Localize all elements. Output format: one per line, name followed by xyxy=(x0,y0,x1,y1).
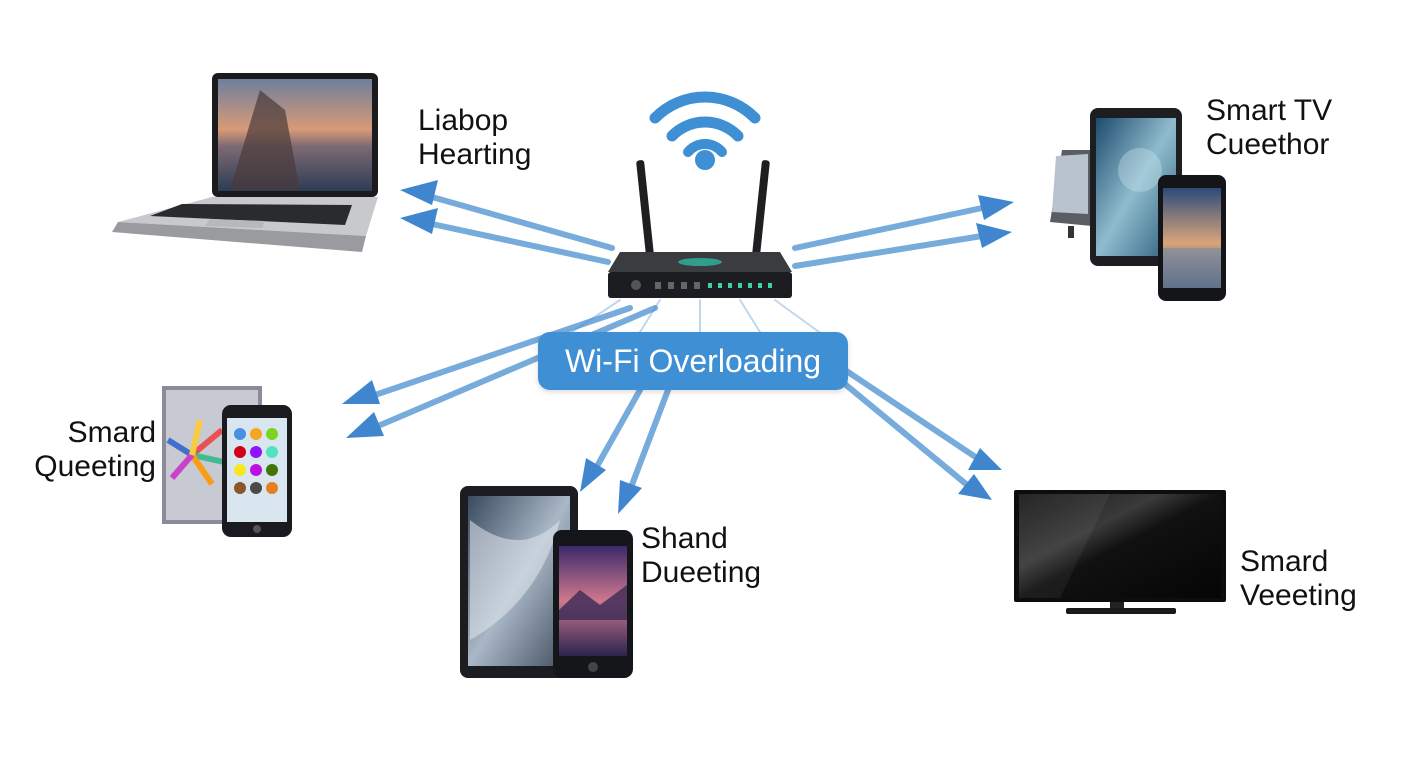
tv-icon xyxy=(1014,490,1226,614)
label-line: Smard xyxy=(1240,545,1329,578)
signal-arrows xyxy=(342,180,1014,514)
laptop-icon xyxy=(112,73,378,252)
device-label-smart-tv: Smart TV Cueethor xyxy=(1206,94,1332,162)
label-line: Smart TV xyxy=(1206,94,1333,127)
device-label-laptop: Liabop Hearting xyxy=(418,104,531,172)
label-line: Liabop xyxy=(418,104,509,137)
label-line: Hearting xyxy=(418,138,532,171)
label-line: Dueeting xyxy=(641,556,762,589)
wifi-signal-icon xyxy=(649,91,761,170)
router-icon xyxy=(608,160,792,298)
device-label-tv: Smard Veeeting xyxy=(1240,545,1357,613)
label-line: Smard xyxy=(67,416,156,449)
tablet-phone-icon xyxy=(460,486,633,678)
label-line: Queeting xyxy=(34,450,156,483)
device-label-tablet: Shand Dueeting xyxy=(641,522,761,590)
smartphone-icon xyxy=(162,386,292,537)
label-line: Veeeting xyxy=(1240,579,1357,612)
tablet-phone-icon xyxy=(1050,108,1226,301)
badge-label: Wi-Fi Overloading xyxy=(564,342,822,379)
wifi-overloading-badge: Wi-Fi Overloading xyxy=(538,332,848,390)
label-line: Cueethor xyxy=(1206,128,1330,161)
label-line: Shand xyxy=(641,522,728,555)
device-label-phone-left: Smard Queeting xyxy=(10,416,156,484)
